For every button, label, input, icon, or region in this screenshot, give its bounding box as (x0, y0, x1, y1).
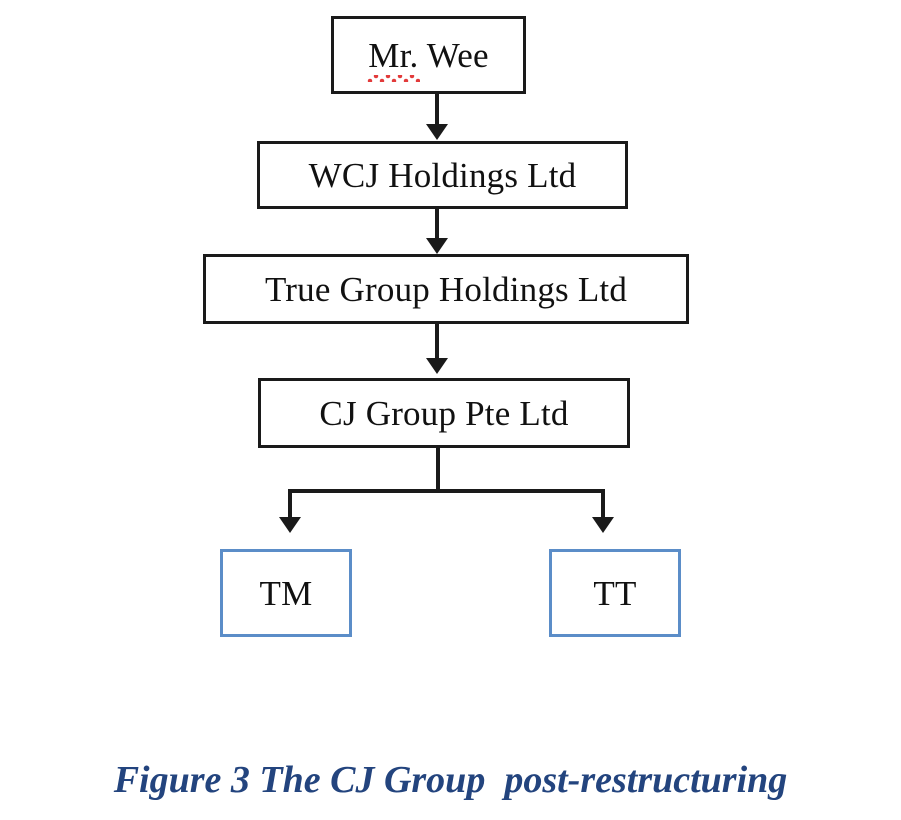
node-tm-label: TM (259, 573, 313, 613)
connector-wcj-to-true-group (435, 209, 439, 242)
node-true-group-holdings[interactable]: True Group Holdings Ltd (203, 254, 689, 324)
node-mr-wee[interactable]: Mr. Wee (331, 16, 526, 94)
node-tt[interactable]: TT (549, 549, 681, 637)
node-mr-wee-label-suffix: Wee (418, 35, 489, 75)
node-true-group-holdings-label: True Group Holdings Ltd (264, 269, 628, 309)
connector-true-group-to-cj-group (435, 324, 439, 361)
arrowhead-true-group (426, 238, 448, 254)
node-mr-wee-label: Mr. Wee (367, 35, 489, 82)
spellcheck-underline: Mr. (367, 35, 421, 82)
figure-caption: Figure 3 The CJ Group post-restructuring (113, 759, 788, 801)
node-cj-group[interactable]: CJ Group Pte Ltd (258, 378, 630, 448)
arrowhead-tm (279, 517, 301, 533)
connector-mr-wee-to-wcj (435, 94, 439, 127)
node-tm[interactable]: TM (220, 549, 352, 637)
arrowhead-wcj (426, 124, 448, 140)
connector-branch-to-tt (601, 489, 605, 520)
node-wcj-holdings[interactable]: WCJ Holdings Ltd (257, 141, 628, 209)
node-tt-label: TT (593, 573, 637, 613)
connector-cj-group-branch-stem (436, 448, 440, 492)
node-wcj-holdings-label: WCJ Holdings Ltd (308, 155, 577, 195)
node-cj-group-label: CJ Group Pte Ltd (319, 393, 569, 433)
connector-cj-group-branch-bar (288, 489, 605, 493)
arrowhead-cj-group (426, 358, 448, 374)
arrowhead-tt (592, 517, 614, 533)
connector-branch-to-tm (288, 489, 292, 520)
